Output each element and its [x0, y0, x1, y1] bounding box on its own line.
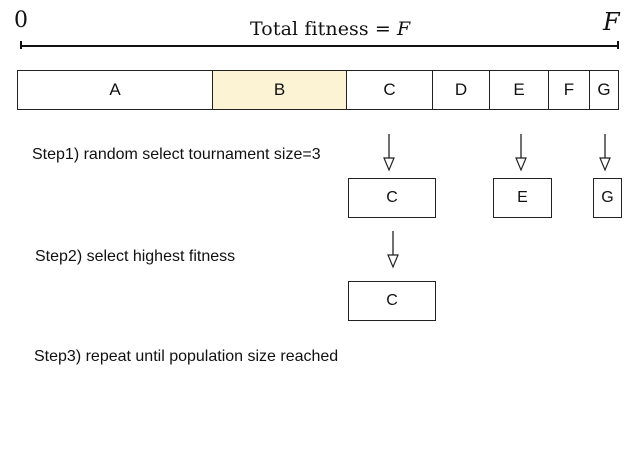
down-arrow-icon: [383, 134, 395, 172]
winner-label: C: [386, 292, 398, 309]
down-arrow-icon: [599, 134, 611, 172]
total-fitness-label: Total fitness = F: [250, 18, 410, 40]
segment-c: C: [347, 70, 433, 110]
step1-text: Step1) random select tournament size=3: [32, 146, 321, 163]
selected-winner-c: C: [348, 281, 436, 321]
segment-e: E: [490, 70, 549, 110]
tournament-candidate-g: G: [593, 178, 622, 218]
scale-tick-end: [617, 41, 619, 49]
scale-start-label: 0: [14, 8, 28, 33]
segment-b: B: [213, 70, 347, 110]
segment-label: F: [563, 80, 575, 99]
scale-tick-start: [20, 41, 22, 49]
segment-label: G: [597, 80, 611, 99]
total-fitness-variable: F: [397, 18, 411, 40]
segment-label: D: [454, 80, 468, 99]
fitness-scale-line: [20, 45, 618, 47]
candidate-label: C: [386, 189, 398, 206]
segment-g: G: [590, 70, 619, 110]
segment-label: A: [109, 80, 121, 99]
total-fitness-text: Total fitness =: [250, 18, 398, 40]
step2-text: Step2) select highest fitness: [35, 248, 236, 265]
tournament-candidate-c: C: [348, 178, 436, 218]
step3-text: Step3) repeat until population size reac…: [34, 348, 339, 365]
down-arrow-icon: [387, 231, 399, 269]
down-arrow-icon: [515, 134, 527, 172]
segment-f: F: [549, 70, 590, 110]
candidate-label: E: [517, 189, 528, 206]
scale-end-label: F: [603, 8, 620, 36]
candidate-label: G: [601, 189, 614, 206]
segment-label: E: [513, 80, 525, 99]
tournament-candidate-e: E: [493, 178, 552, 218]
segment-label: C: [383, 80, 396, 99]
segment-a: A: [17, 70, 213, 110]
segment-d: D: [433, 70, 490, 110]
segment-label: B: [273, 80, 286, 99]
